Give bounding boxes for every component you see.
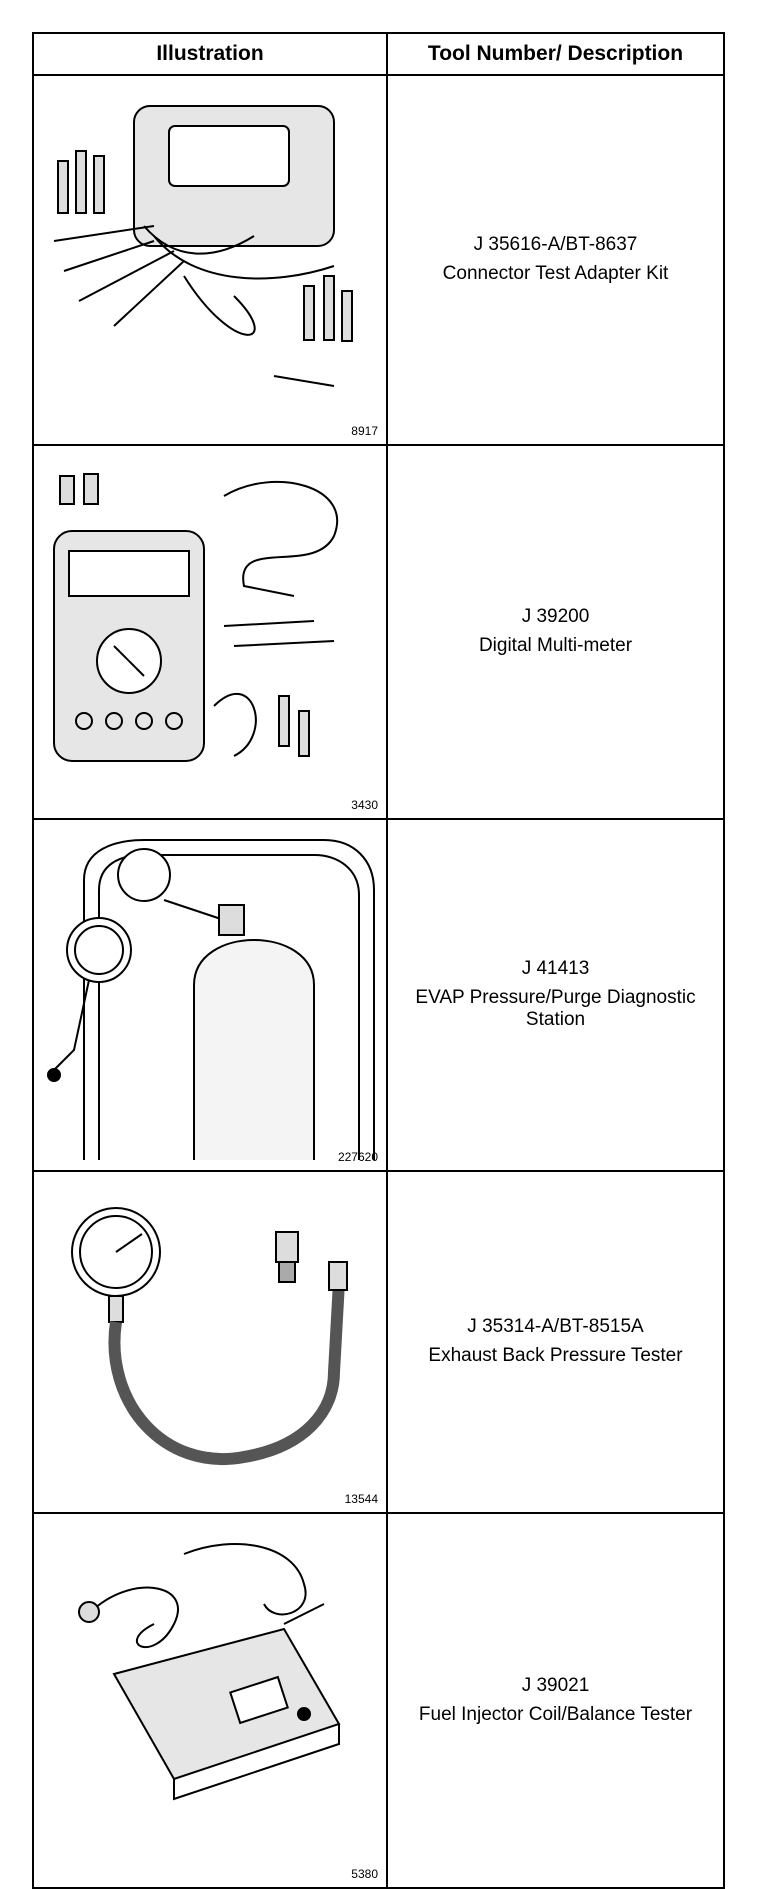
- tool-number: J 39021: [521, 1674, 590, 1696]
- tool-table: Illustration Tool Number/ Description 89…: [32, 32, 725, 1889]
- multimeter-illustration: 3430: [34, 446, 388, 818]
- tool-description: Exhaust Back Pressure Tester: [428, 1345, 683, 1366]
- pressure-gauge-illustration: 13544: [34, 1172, 388, 1512]
- table-header: Illustration Tool Number/ Description: [34, 34, 723, 76]
- evap-station-illustration: 227620: [34, 820, 388, 1170]
- tool-description-cell: J 41413 EVAP Pressure/Purge Diagnostic S…: [388, 820, 723, 1170]
- figure-number: 8917: [351, 424, 378, 438]
- tool-number: J 41413: [521, 957, 590, 979]
- table-row: 5380 J 39021 Fuel Injector Coil/Balance …: [34, 1514, 723, 1887]
- tool-description-cell: J 35616-A/BT-8637 Connector Test Adapter…: [388, 76, 723, 444]
- tool-description: Connector Test Adapter Kit: [442, 263, 669, 284]
- tool-number: J 35616-A/BT-8637: [473, 234, 638, 256]
- figure-number: 3430: [351, 798, 378, 812]
- tool-column-header: Tool Number/ Description: [427, 42, 684, 65]
- figure-number: 13544: [344, 1492, 378, 1506]
- table-row: 3430 J 39200 Digital Multi-meter: [34, 446, 723, 820]
- table-row: 8917 J 35616-A/BT-8637 Connector Test Ad…: [34, 76, 723, 446]
- tool-description: EVAP Pressure/Purge Diagnostic Station: [415, 986, 696, 1031]
- tool-description: Digital Multi-meter: [478, 635, 633, 656]
- figure-number: 5380: [351, 1867, 378, 1881]
- test-adapter-kit-illustration: 8917: [34, 76, 388, 444]
- tool-description: Fuel Injector Coil/Balance Tester: [418, 1703, 693, 1725]
- tool-number: J 35314-A/BT-8515A: [467, 1316, 644, 1338]
- tool-number: J 39200: [521, 606, 590, 628]
- tool-description-cell: J 35314-A/BT-8515A Exhaust Back Pressure…: [388, 1172, 723, 1512]
- table-row: 13544 J 35314-A/BT-8515A Exhaust Back Pr…: [34, 1172, 723, 1514]
- tool-description-cell: J 39200 Digital Multi-meter: [388, 446, 723, 818]
- injector-tester-illustration: 5380: [34, 1514, 388, 1887]
- tool-description-cell: J 39021 Fuel Injector Coil/Balance Teste…: [388, 1514, 723, 1887]
- table-row: 227620 J 41413 EVAP Pressure/Purge Diagn…: [34, 820, 723, 1172]
- illustration-column-header: Illustration: [34, 34, 388, 74]
- figure-number: 227620: [337, 1150, 378, 1164]
